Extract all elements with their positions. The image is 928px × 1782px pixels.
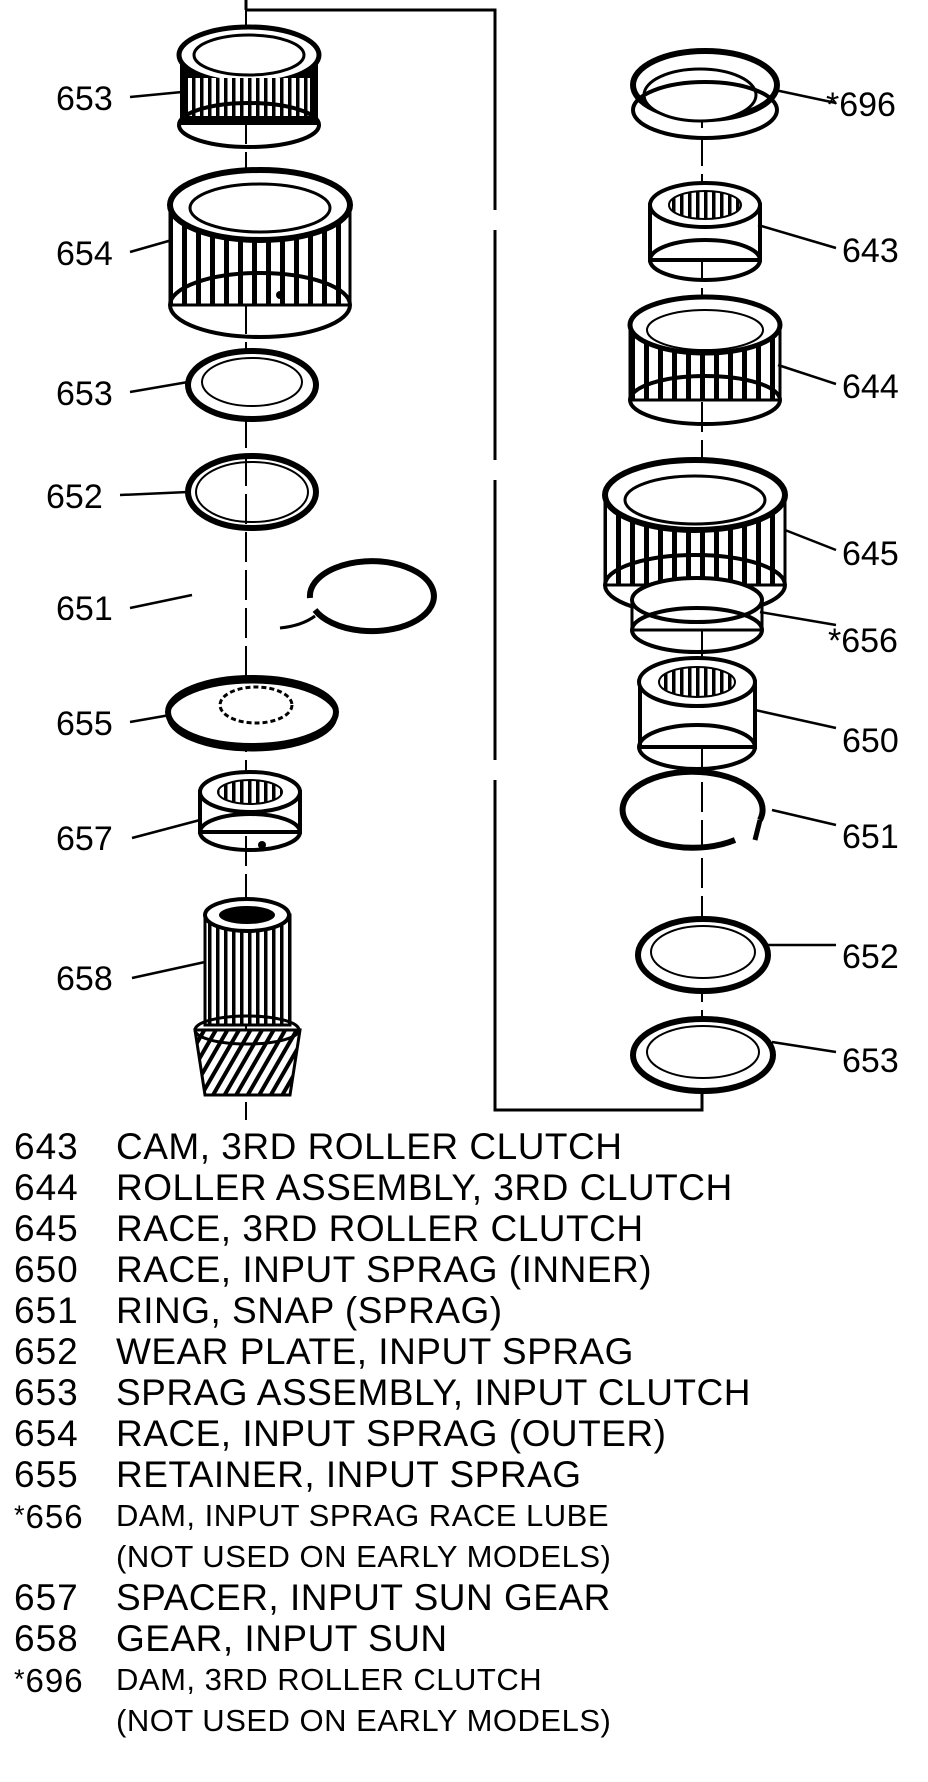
legend-item: *656 DAM, INPUT SPRAG RACE LUBE [0, 1495, 928, 1536]
callout-645: 645 [842, 535, 899, 573]
part-654-outer-race [167, 167, 353, 339]
legend-item: 653 SPRAG ASSEMBLY, INPUT CLUTCH [0, 1372, 928, 1413]
legend-description: RETAINER, INPUT SPRAG [116, 1454, 582, 1495]
callout-651-right: 651 [842, 818, 899, 856]
part-653-sprag-assembly-top [176, 24, 322, 149]
part-655-retainer [165, 675, 339, 752]
legend-part-number: 654 [14, 1413, 79, 1454]
legend-description: GEAR, INPUT SUN [116, 1618, 448, 1659]
legend-description: WEAR PLATE, INPUT SPRAG [116, 1331, 634, 1372]
callout-643: 643 [842, 232, 899, 270]
part-643-cam [648, 181, 762, 282]
part-650-inner-race [637, 656, 757, 771]
part-696-dam [630, 48, 780, 140]
legend-part-number: 644 [14, 1167, 79, 1208]
legend-note: (NOT USED ON EARLY MODELS) [116, 1539, 612, 1574]
legend-part-number: *696 [14, 1659, 114, 1704]
legend-part-number: 645 [14, 1208, 79, 1249]
legend-part-number: 651 [14, 1290, 79, 1331]
legend-description: SPRAG ASSEMBLY, INPUT CLUTCH [116, 1372, 751, 1413]
callout-657: 657 [56, 820, 113, 858]
callout-651-left: 651 [56, 590, 113, 628]
legend-description: RACE, INPUT SPRAG (INNER) [116, 1249, 653, 1290]
legend-part-number: 657 [14, 1577, 79, 1618]
asterisk-mark: * [14, 1664, 26, 1694]
part-656-dam [630, 576, 764, 654]
callout-655: 655 [56, 705, 113, 743]
callouts-left: 653 654 653 652 651 655 657 658 [46, 80, 113, 998]
legend-description: RACE, 3RD ROLLER CLUTCH [116, 1208, 644, 1249]
leader-lines [119, 88, 837, 1054]
legend-description: SPACER, INPUT SUN GEAR [116, 1577, 611, 1618]
legend-part-number: 652 [14, 1331, 79, 1372]
legend-item: 650 RACE, INPUT SPRAG (INNER) [0, 1249, 928, 1290]
legend-description: RING, SNAP (SPRAG) [116, 1290, 503, 1331]
part-645-race [602, 457, 788, 617]
legend-part-number: 653 [14, 1372, 79, 1413]
legend-item: 644 ROLLER ASSEMBLY, 3RD CLUTCH [0, 1167, 928, 1208]
legend-part-number: *656 [14, 1495, 114, 1540]
legend-part-number: 650 [14, 1249, 79, 1290]
legend-item: 652 WEAR PLATE, INPUT SPRAG [0, 1331, 928, 1372]
asterisk-mark: * [14, 1500, 26, 1530]
legend-part-number: 655 [14, 1454, 79, 1495]
callout-654: 654 [56, 235, 113, 273]
part-653-wear-washer [185, 348, 319, 422]
callout-653-right: 653 [842, 1042, 899, 1080]
legend-item: *696 DAM, 3RD ROLLER CLUTCH [0, 1659, 928, 1700]
part-644-roller-assembly [627, 294, 783, 426]
callout-650: 650 [842, 722, 899, 760]
callout-658: 658 [56, 960, 113, 998]
parts-legend: 643 CAM, 3RD ROLLER CLUTCH 644 ROLLER ASSEM… [0, 1126, 928, 1741]
legend-description: RACE, INPUT SPRAG (OUTER) [116, 1413, 667, 1454]
legend-item: 655 RETAINER, INPUT SPRAG [0, 1454, 928, 1495]
callouts-right: *696 643 644 645 *656 650 651 652 653 [826, 86, 899, 1080]
legend-item: 651 RING, SNAP (SPRAG) [0, 1290, 928, 1331]
legend-note: (NOT USED ON EARLY MODELS) [116, 1703, 612, 1738]
legend-note-row: (NOT USED ON EARLY MODELS) [0, 1700, 928, 1741]
callout-644: 644 [842, 368, 899, 406]
legend-part-number: 658 [14, 1618, 79, 1659]
part-651-snap-ring [279, 558, 437, 635]
legend-description: DAM, INPUT SPRAG RACE LUBE [116, 1498, 610, 1533]
callout-656: *656 [828, 622, 898, 660]
legend-number-value: 656 [25, 1498, 84, 1535]
part-653-sprag-washer-right [630, 1016, 776, 1094]
part-651-snap-ring-right [619, 768, 766, 851]
exploded-parts-diagram: 653 654 653 652 651 655 657 658 *696 643… [46, 0, 899, 1120]
legend-number-value: 696 [25, 1662, 84, 1699]
callout-696: *696 [826, 86, 896, 124]
part-652-wear-plate [185, 453, 319, 531]
part-658-sun-gear [193, 897, 302, 1097]
legend-description: CAM, 3RD ROLLER CLUTCH [116, 1126, 623, 1167]
legend-item: 658 GEAR, INPUT SUN [0, 1618, 928, 1659]
part-652-wear-plate-right [635, 916, 771, 994]
legend-note-row: (NOT USED ON EARLY MODELS) [0, 1536, 928, 1577]
callout-653-mid: 653 [56, 375, 113, 413]
callout-652-left: 652 [46, 478, 103, 516]
legend-item: 657 SPACER, INPUT SUN GEAR [0, 1577, 928, 1618]
part-657-spacer [198, 770, 302, 852]
legend-item: 643 CAM, 3RD ROLLER CLUTCH [0, 1126, 928, 1167]
callout-652-right: 652 [842, 938, 899, 976]
callout-653-top: 653 [56, 80, 113, 118]
legend-part-number: 643 [14, 1126, 79, 1167]
legend-description: ROLLER ASSEMBLY, 3RD CLUTCH [116, 1167, 733, 1208]
legend-item: 645 RACE, 3RD ROLLER CLUTCH [0, 1208, 928, 1249]
legend-description: DAM, 3RD ROLLER CLUTCH [116, 1662, 543, 1697]
legend-item: 654 RACE, INPUT SPRAG (OUTER) [0, 1413, 928, 1454]
